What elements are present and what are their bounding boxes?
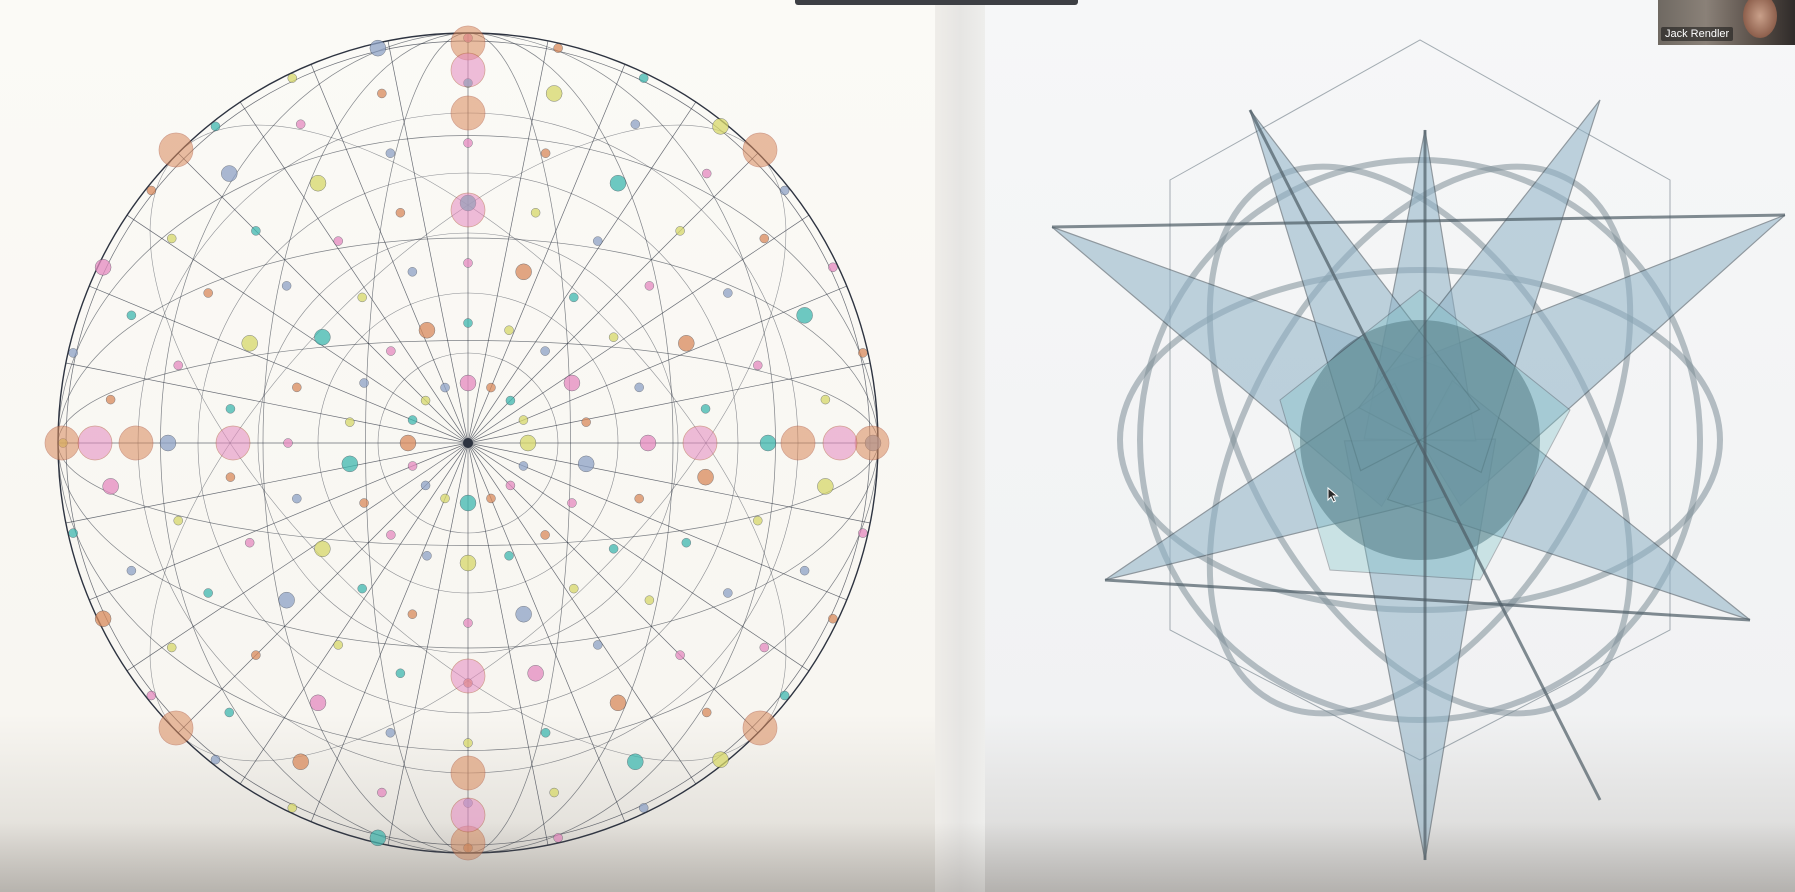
left-image-panel xyxy=(0,0,935,892)
crystalline-polyhedron-image xyxy=(1051,39,1786,861)
geodesic-sphere-image xyxy=(44,25,890,861)
mouse-cursor-icon xyxy=(1327,486,1339,503)
image-divider xyxy=(935,0,985,892)
participant-avatar xyxy=(1743,0,1777,38)
participant-video-tile[interactable]: Jack Rendler xyxy=(1658,0,1795,45)
right-image-panel xyxy=(985,0,1795,892)
bottom-shadow xyxy=(0,822,1795,892)
participant-name-label: Jack Rendler xyxy=(1661,27,1734,41)
screen-share-indicator[interactable] xyxy=(795,0,1078,5)
